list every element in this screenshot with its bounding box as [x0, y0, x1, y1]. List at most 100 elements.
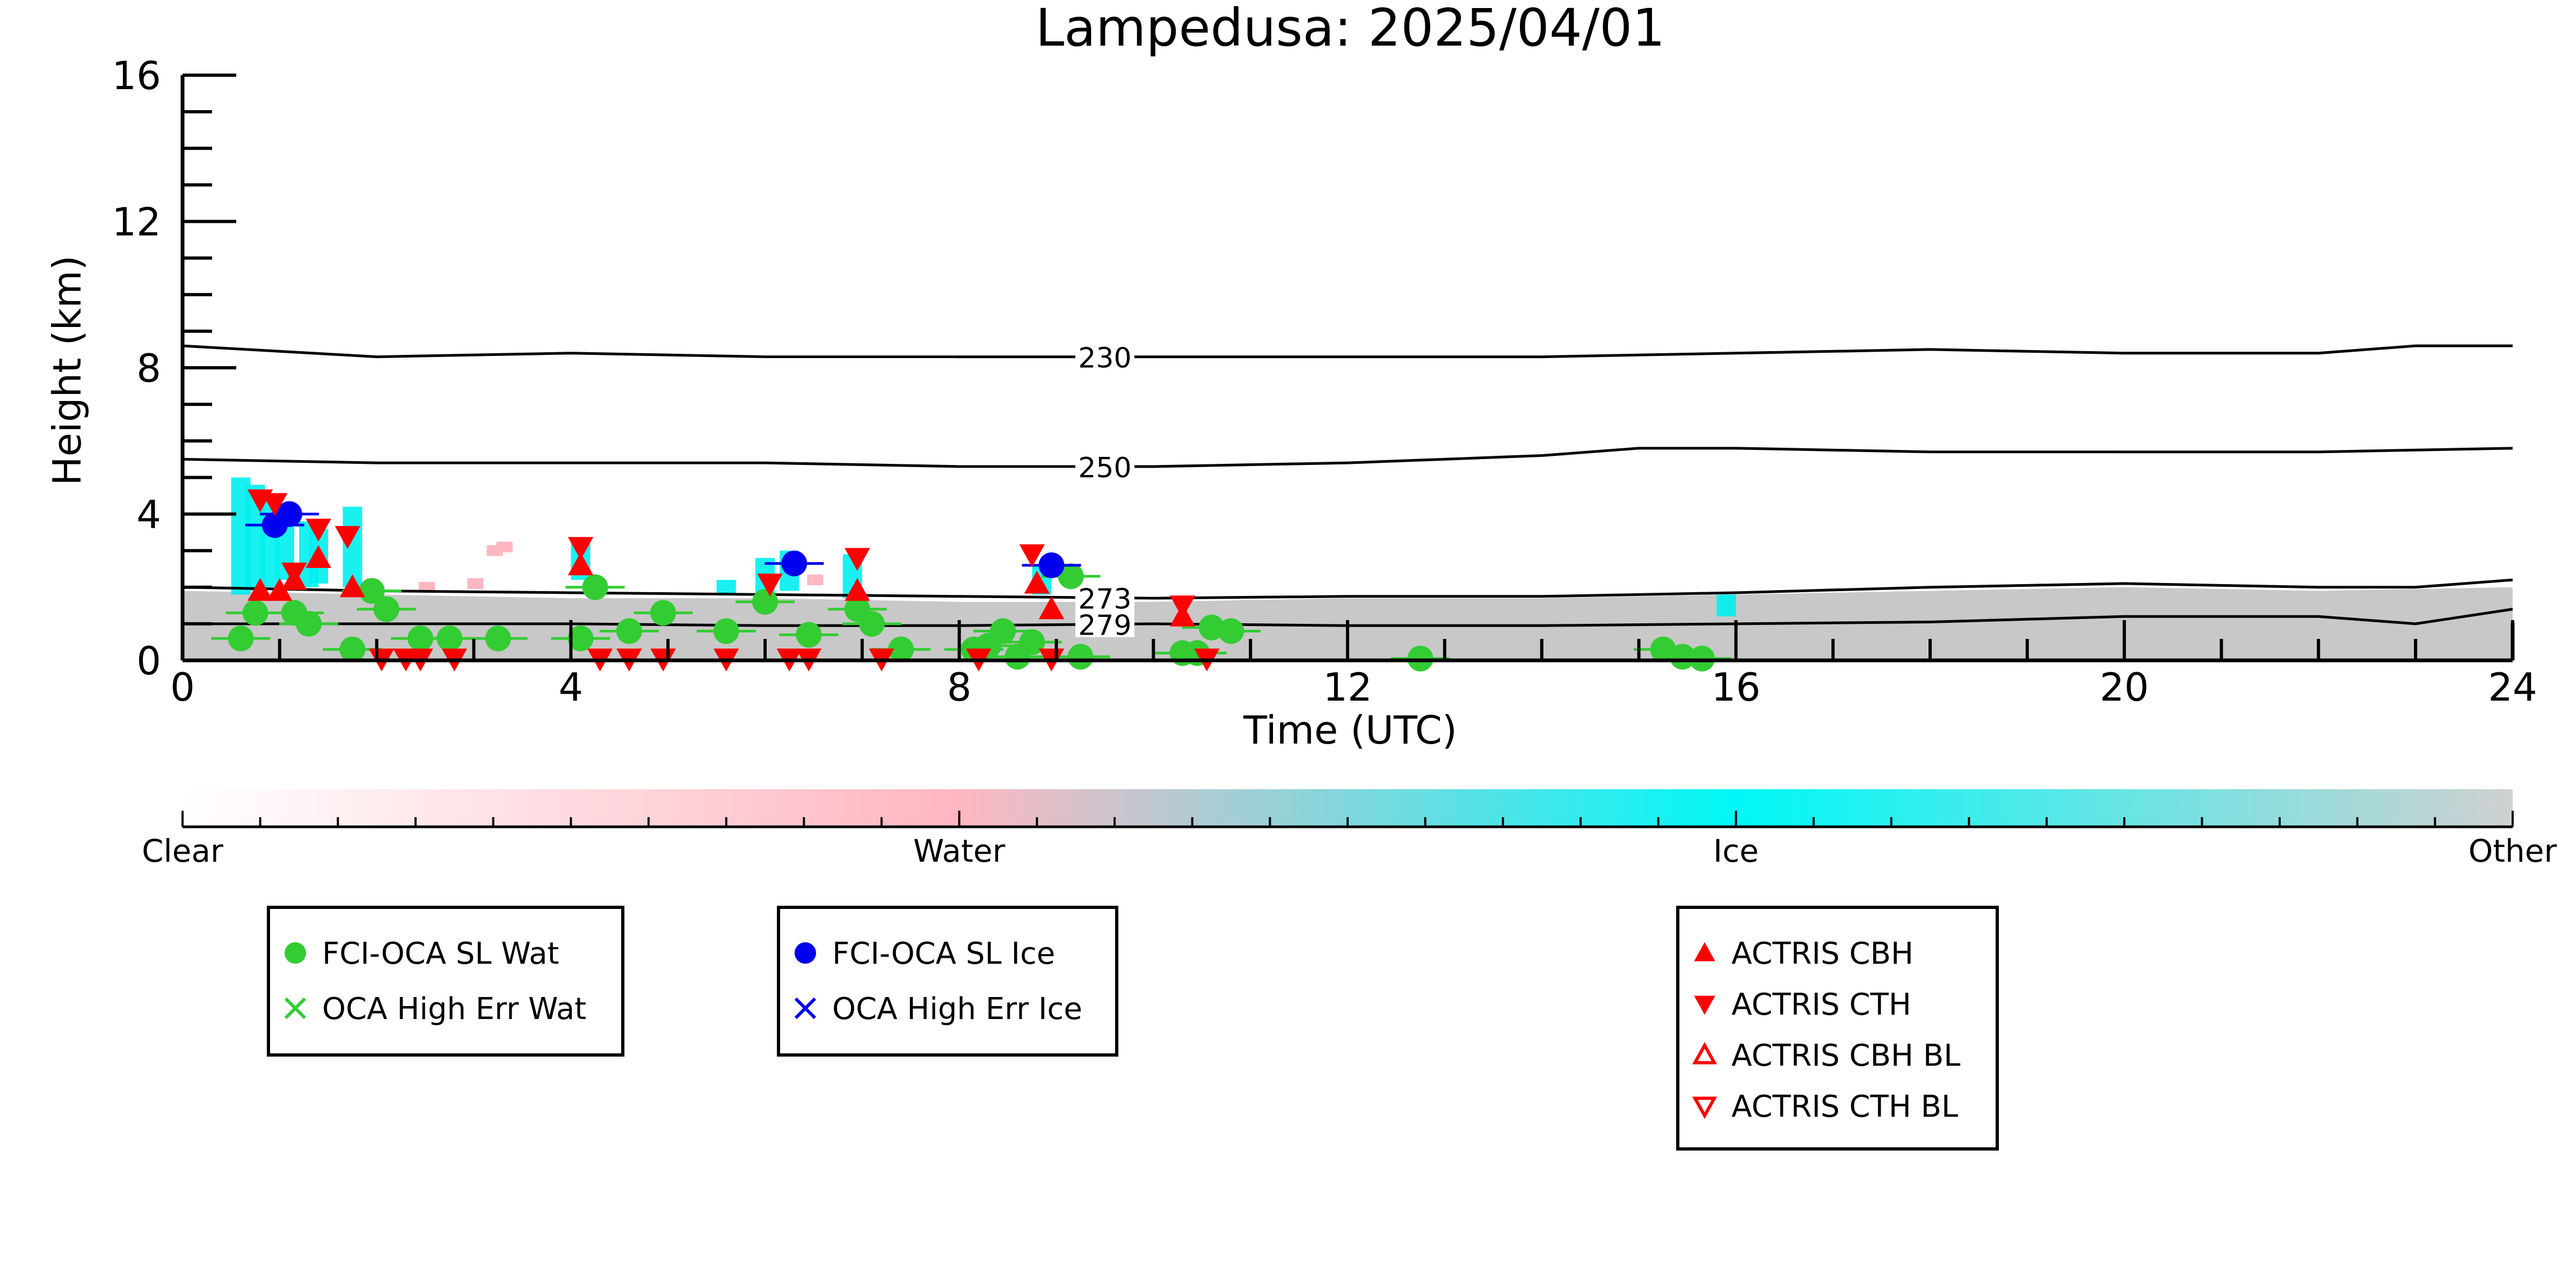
series-0-point-33: [1669, 644, 1695, 670]
series-0-point-1: [242, 600, 268, 626]
pink-cloud-patch-3: [467, 578, 484, 589]
legend-right-label-3: ACTRIS CTH BL: [1731, 1089, 1958, 1124]
legend-left-label-1: OCA High Err Wat: [322, 992, 586, 1027]
colorbar-label-3: Other: [2469, 833, 2557, 869]
series-0-point-14: [713, 618, 739, 644]
x-tick-label-1: 4: [558, 665, 583, 710]
colorbar-label-2: Ice: [1713, 833, 1759, 869]
ice-cloud-column-6: [343, 506, 362, 587]
series-0-point-3: [296, 610, 322, 637]
series-0-point-29: [1198, 614, 1225, 641]
series-0-point-10: [567, 625, 594, 652]
series-5-point-1: [262, 493, 288, 516]
legend-right-label-1: ACTRIS CTH: [1731, 987, 1911, 1022]
series-0-point-19: [888, 636, 914, 663]
series-5-point-2: [281, 562, 307, 586]
pink-cloud-patch-4: [807, 574, 824, 586]
series-4-point-5: [567, 552, 594, 576]
series-0-point-22: [990, 618, 1016, 644]
series-5-point-3: [305, 519, 331, 542]
legend-center-marker-1: [794, 997, 817, 1020]
series-4-point-3: [305, 545, 331, 568]
legend-center-frame: [777, 906, 1118, 1057]
x-tick-label-3: 12: [1323, 665, 1372, 710]
isotherm-line-279: [183, 608, 2513, 627]
series-2-point-2: [781, 550, 807, 577]
series-4-point-8: [1038, 596, 1065, 620]
series-0-point-16: [796, 622, 822, 648]
legend-right-label-2: ACTRIS CBH BL: [1731, 1038, 1960, 1073]
isotherm-label-bg-273: [1075, 583, 1134, 611]
series-5-point-14: [757, 573, 783, 596]
isotherm-label-bg-230: [1075, 341, 1134, 370]
series-0-point-0: [228, 625, 254, 652]
ice-cloud-column-8: [716, 580, 736, 595]
x-tick-label-2: 8: [947, 665, 972, 710]
series-4-point-0: [247, 578, 273, 601]
y-tick-label-4: 16: [112, 53, 161, 98]
pink-cloud-patch-1: [496, 541, 513, 552]
series-5-point-17: [845, 548, 870, 571]
series-0-point-18: [858, 610, 885, 637]
legend-left-marker-1: [284, 997, 307, 1020]
legend-center-marker-0: [795, 942, 816, 964]
series-0-point-6: [373, 596, 399, 622]
y-tick-label-1: 4: [136, 492, 161, 537]
isotherm-label-bg-250: [1075, 451, 1134, 479]
legend-left-marker-1-stroke-b: [284, 997, 307, 1020]
series-5-point-4: [334, 526, 361, 549]
series-0: [211, 563, 1732, 672]
x-tick-label-6: 24: [2488, 665, 2537, 710]
legend-right-marker-3: [1692, 1096, 1718, 1119]
series-2: [245, 501, 1081, 578]
legend-right-frame: [1676, 906, 1999, 1151]
isotherm-label-bg-279: [1075, 609, 1134, 637]
legend-right-marker-2: [1692, 1042, 1718, 1065]
series-4-point-4: [339, 574, 366, 598]
legend-right: ACTRIS CBH ACTRIS CTH ACTRIS CBH BL ACTRIS …: [1676, 906, 1999, 1151]
legend-center-label-1: OCA High Err Ice: [832, 992, 1082, 1027]
colorbar-label-0: Clear: [142, 833, 223, 869]
series-0-point-26: [1067, 644, 1094, 670]
isotherm-label-250: 250: [1078, 452, 1131, 484]
legend-center-marker-1-stroke-b: [794, 997, 817, 1020]
series-4: [247, 545, 1196, 627]
series-0-point-15: [752, 589, 778, 615]
x-tick-label-0: 0: [170, 665, 195, 710]
series-0-point-30: [1218, 618, 1244, 644]
pink-cloud-patch-2: [419, 581, 435, 593]
isotherm-label-230: 230: [1078, 343, 1131, 375]
series-2-point-1: [276, 501, 302, 527]
legend-right-marker-0: [1694, 942, 1715, 962]
series-0-point-24: [1019, 629, 1045, 655]
series-5-point-20: [1019, 544, 1045, 567]
colorbar: Clear Water Ice Other: [142, 789, 2557, 869]
series-0-point-5: [359, 578, 385, 604]
legend-left-label-0: FCI-OCA SL Wat: [322, 936, 559, 971]
y-tick-label-0: 0: [136, 638, 161, 683]
series-0-point-13: [650, 600, 676, 626]
legend-right-label-0: ACTRIS CBH: [1731, 936, 1913, 971]
series-0-point-9: [485, 625, 511, 652]
legend-left-frame: [267, 906, 624, 1057]
series-0-point-8: [436, 625, 463, 652]
series-0-point-11: [582, 574, 608, 600]
isotherm-label-279: 279: [1078, 610, 1131, 642]
series-4-point-6: [845, 578, 870, 601]
series-0-point-4: [339, 636, 366, 663]
legend-right-marker-1: [1694, 995, 1715, 1015]
series-2-point-3: [1038, 552, 1065, 578]
chart-title: Lampedusa: 2025/04/01: [1036, 0, 1665, 58]
x-tick-label-5: 20: [2100, 665, 2149, 710]
colorbar-label-1: Water: [913, 833, 1006, 869]
ice-cloud-column-13: [1716, 594, 1736, 617]
series-0-point-12: [616, 618, 642, 644]
legend-center-label-0: FCI-OCA SL Ice: [832, 936, 1055, 971]
isotherm-line-230: [182, 344, 2513, 359]
x-axis-label: Time (UTC): [1243, 708, 1457, 753]
